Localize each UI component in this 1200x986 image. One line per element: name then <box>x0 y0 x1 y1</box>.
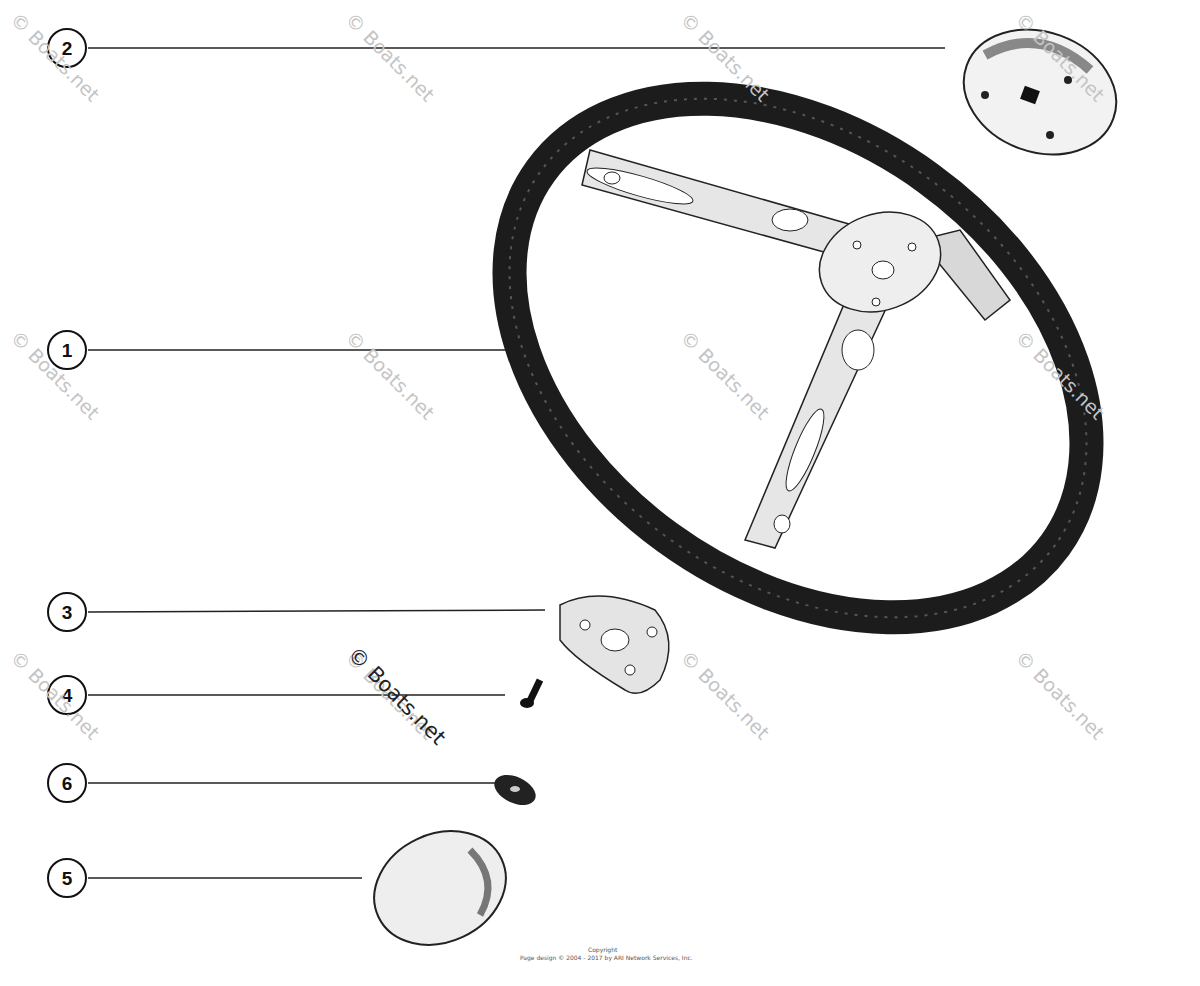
watermark: © Boats.net <box>1011 646 1109 744</box>
copyright-note: Copyright <box>588 946 617 953</box>
mounting-plate <box>560 596 669 693</box>
hub-cap <box>946 9 1134 175</box>
callout-number: 5 <box>47 858 87 898</box>
callout-number: 6 <box>47 763 87 803</box>
leader-lines <box>88 48 945 878</box>
callout-number: 3 <box>47 592 87 632</box>
watermark: © Boats.net <box>676 326 774 424</box>
watermark: © Boats.net <box>341 326 439 424</box>
callout-text: 5 <box>62 869 73 888</box>
watermark: © Boats.net <box>676 646 774 744</box>
steering-wheel <box>410 0 1186 725</box>
center-cap <box>356 810 525 965</box>
copyright-note: Page design © 2004 - 2017 by ARI Network… <box>520 954 693 961</box>
callout-text: 1 <box>62 341 73 360</box>
bolt <box>520 680 540 708</box>
callout-text: 6 <box>62 774 73 793</box>
washer <box>490 769 541 811</box>
watermark: © Boats.net <box>343 642 451 750</box>
watermark: © Boats.net <box>6 8 104 106</box>
watermark: © Boats.net <box>341 8 439 106</box>
callout-text: 3 <box>62 603 73 622</box>
